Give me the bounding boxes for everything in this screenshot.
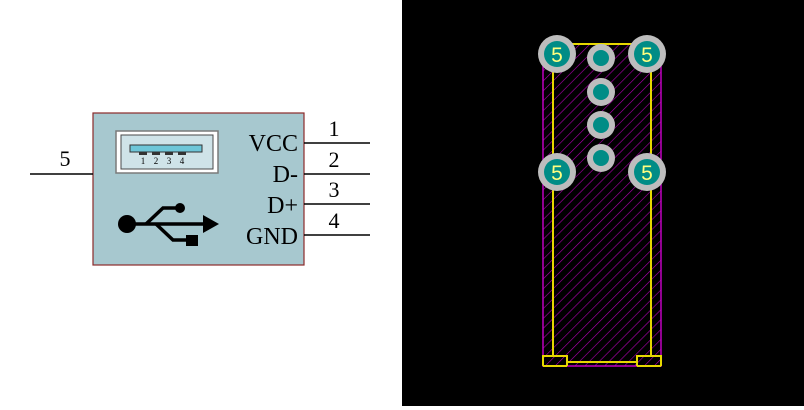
usb-symbol-icon (118, 203, 219, 246)
footprint-view: 5 5 5 5 (402, 0, 804, 406)
pin-name-vcc: VCC (249, 131, 298, 157)
pin-name-d-plus: D+ (267, 193, 298, 219)
signal-pad (587, 144, 615, 172)
mount-pad: 5 (538, 153, 576, 191)
pin-name-gnd: GND (246, 224, 298, 250)
signal-pad (587, 78, 615, 106)
schematic-symbol: 1 2 3 4 5 1 VCC (30, 112, 370, 266)
port-pin-label: 3 (167, 156, 172, 166)
pin-number-3: 3 (329, 177, 340, 202)
mount-pad: 5 (628, 153, 666, 191)
mount-pad: 5 (628, 35, 666, 73)
pin-number-2: 2 (329, 147, 340, 172)
signal-pad (587, 44, 615, 72)
pin-name-d-minus: D- (273, 162, 298, 188)
mount-pad-label: 5 (551, 162, 563, 185)
mount-pad-label: 5 (641, 162, 653, 185)
mount-pad-label: 5 (641, 44, 653, 67)
schematic-view: 1 2 3 4 5 1 VCC (0, 0, 402, 406)
pin-number-1: 1 (329, 116, 340, 141)
mount-pad: 5 (538, 35, 576, 73)
footprint-drawing: 5 5 5 5 (538, 35, 666, 367)
port-pin-label: 4 (180, 156, 185, 166)
mount-pad-label: 5 (551, 44, 563, 67)
port-pin-label: 1 (141, 156, 146, 166)
pin-number-4: 4 (329, 208, 340, 233)
port-pin-label: 2 (154, 156, 159, 166)
signal-pad (587, 111, 615, 139)
usb-port-icon: 1 2 3 4 (115, 130, 219, 174)
pin-number-5: 5 (60, 146, 71, 171)
